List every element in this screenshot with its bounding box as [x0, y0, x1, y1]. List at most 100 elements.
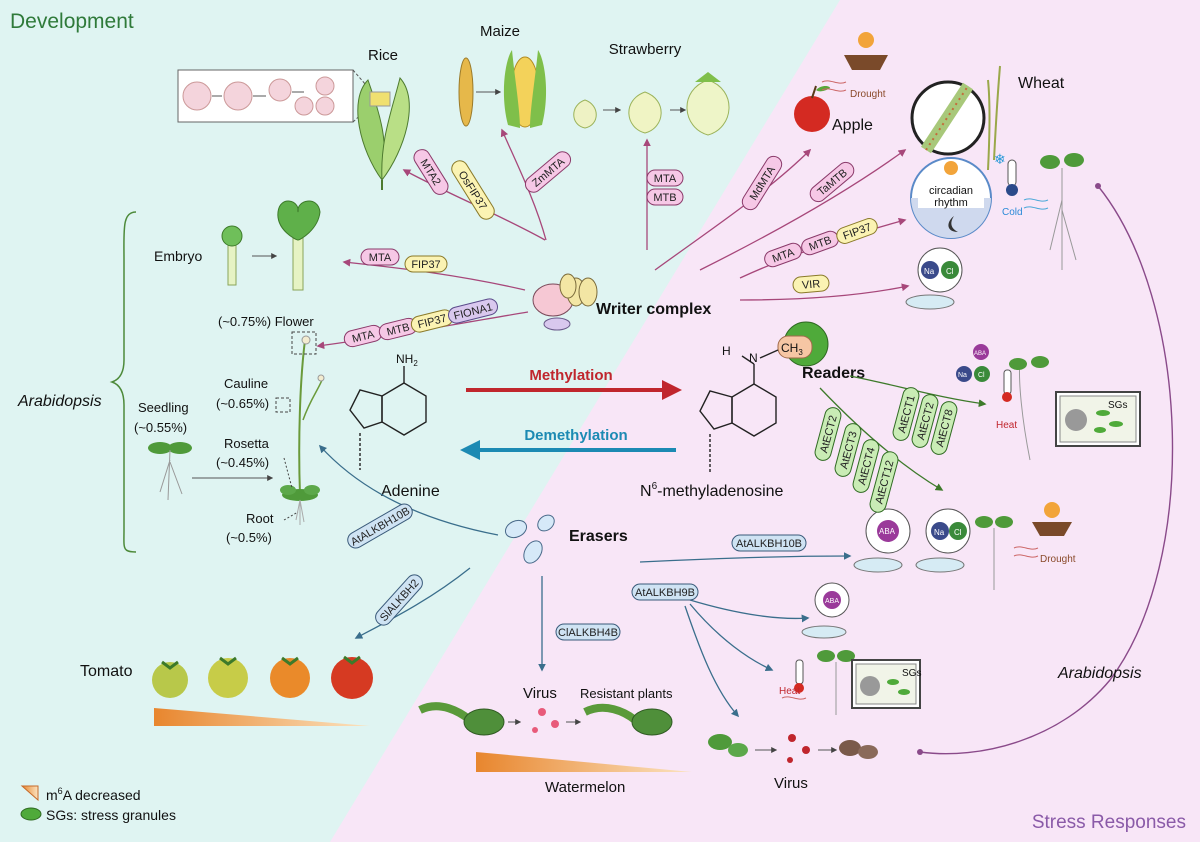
protein-pill-shape [834, 423, 862, 477]
eraser-arrow-tomato [354, 567, 471, 639]
protein-pill-mta-e: MTA [360, 248, 400, 266]
erasers-icon [504, 514, 555, 564]
protein-pill-shape [731, 534, 807, 552]
cold-plant-icon [1040, 153, 1084, 270]
m6a-h: H [722, 344, 731, 358]
protein-pill-mtb-s: MTB [646, 188, 684, 206]
writer-complex-label: Writer complex [596, 301, 711, 318]
sgs-label-top: SGs [1108, 400, 1127, 411]
reader-arrow-heat [849, 375, 987, 408]
protein-pill-shape [524, 151, 572, 193]
methylation-label: Methylation [529, 367, 612, 384]
protein-pill-shape [360, 248, 400, 266]
protein-pill-label: MTA [369, 252, 392, 264]
protein-pill-label: FIP37 [411, 259, 440, 271]
heat-label-low: Heat [779, 686, 800, 697]
strawberry-icon [573, 72, 730, 136]
seedling-icon [148, 442, 274, 501]
circadian-label-1: circadian [929, 185, 973, 197]
embryo-icon [221, 200, 321, 291]
arabidopsis-label-right: Arabidopsis [1057, 665, 1142, 682]
protein-pill-shape [892, 387, 920, 441]
arabidopsis-virus-icon [708, 734, 878, 763]
salt-petri-icon [905, 247, 963, 310]
protein-pill-mtb-c: MTB [801, 230, 839, 256]
eraser-arrow-arabidopsis [318, 444, 499, 536]
cold-icon: ❄ [994, 152, 1049, 210]
heat-label-top: Heat [996, 420, 1017, 431]
na-label-top: Na [924, 267, 935, 276]
svg-text:❄: ❄ [994, 152, 1006, 168]
protein-pill-shape [814, 407, 842, 461]
watermelon-series-icon [418, 702, 673, 736]
writer-arrow-rice [402, 169, 546, 241]
strawberry-label: Strawberry [609, 41, 682, 58]
protein-pill-label: MTB [653, 192, 676, 204]
demethylation-label: Demethylation [524, 427, 627, 444]
protein-pill-label: VIR [801, 278, 820, 292]
cl-label-mid: Cl [978, 372, 985, 379]
seedling-value: (~0.55%) [134, 420, 187, 435]
adenine-label: Adenine [381, 483, 440, 500]
protein-pill-shape [836, 218, 878, 244]
protein-pill-fip37-e: FIP37 [404, 255, 448, 273]
flower-label: (~0.75%) Flower [218, 314, 314, 329]
apple-label: Apple [832, 117, 873, 134]
writer-arrow-apple [654, 148, 812, 271]
m6a-n: N [749, 351, 758, 365]
protein-pill-shape [555, 623, 621, 641]
virus-label-arabidopsis: Virus [774, 775, 808, 792]
aba-label-mid: ABA [879, 527, 896, 536]
reader-arrow-drought [819, 387, 944, 491]
protein-pill-shape [869, 451, 899, 513]
na-label-low: Na [934, 528, 945, 537]
cl-label-low: Cl [954, 528, 962, 537]
sgs-cell-icon-top [1055, 391, 1141, 447]
writer-complex-icon [532, 273, 598, 331]
protein-pill-label: MTA [654, 173, 677, 185]
protein-pill-shape [911, 394, 939, 448]
development-title: Development [10, 10, 134, 33]
protein-pill-label: MTB [386, 321, 411, 338]
protein-pill-shape [646, 188, 684, 206]
tomato-series-icon [152, 655, 373, 699]
protein-pill-label: ClALKBH4B [558, 627, 618, 639]
protein-pill-mta-c: MTA [764, 242, 802, 268]
cold-label: Cold [1002, 207, 1023, 218]
legend-m6a-label: m6A decreased [46, 786, 141, 803]
readers-label: Readers [802, 365, 865, 382]
legend-sgs-label: SGs: stress granules [46, 807, 176, 823]
tomato-m6a-gradient [154, 708, 370, 726]
m6a-structure [699, 349, 779, 472]
protein-pill-shape [451, 160, 495, 220]
apple-icon [794, 85, 830, 132]
arabidopsis-stress-curve [919, 185, 1174, 755]
arabidopsis-plant-icon [275, 331, 325, 525]
writer-arrow-embryo [342, 258, 526, 291]
erasers-label: Erasers [569, 528, 628, 545]
adenine-nh2: NH2 [396, 352, 418, 368]
protein-pill-fip37-f: FIP37 [410, 309, 454, 333]
development-region [0, 0, 840, 842]
na-label-mid: Na [958, 372, 967, 379]
protein-pill-shape [930, 401, 958, 455]
protein-pill-shape [852, 439, 880, 493]
protein-pill-shape [646, 169, 684, 187]
circadian-rhythm-icon [910, 157, 992, 239]
root-value: (~0.5%) [226, 530, 272, 545]
protein-pill-mta-s: MTA [646, 169, 684, 187]
rice-meiosis-box [177, 69, 373, 123]
writer-arrow-wheat [699, 149, 907, 271]
arabidopsis-brace [109, 211, 137, 553]
drought-sun-icon-top [821, 32, 888, 92]
embryo-label: Embryo [154, 248, 202, 264]
rosetta-value: (~0.45%) [216, 455, 269, 470]
m6a-ch3: CH3 [781, 341, 803, 357]
eraser-arrow-aba [689, 599, 810, 623]
m6a-label: N6-methyladenosine [640, 481, 784, 500]
aba-petri-icon-low [801, 582, 850, 639]
writer-arrow-salt [739, 283, 910, 301]
protein-pill-shape [764, 242, 802, 268]
circadian-label-2: rhythm [934, 197, 968, 209]
